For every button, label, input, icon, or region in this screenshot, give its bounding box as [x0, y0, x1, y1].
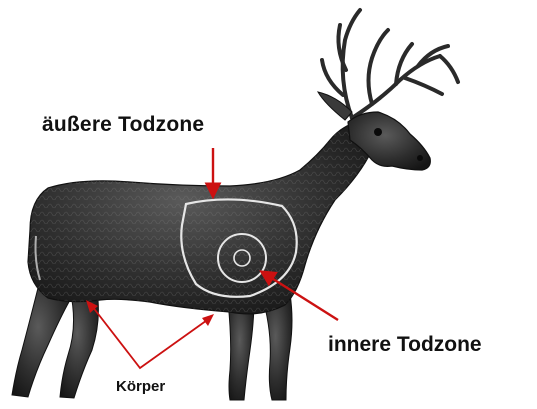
front-leg — [228, 300, 254, 400]
inner-kill-zone-label: innere Todzone — [328, 333, 482, 357]
body-bracket-arrows — [92, 306, 210, 368]
arrow-icon — [202, 314, 214, 326]
outer-kill-zone-label: äußere Todzone — [42, 113, 204, 137]
body-label: Körper — [116, 378, 165, 395]
deer-eye — [374, 128, 382, 136]
antlers — [322, 10, 458, 118]
